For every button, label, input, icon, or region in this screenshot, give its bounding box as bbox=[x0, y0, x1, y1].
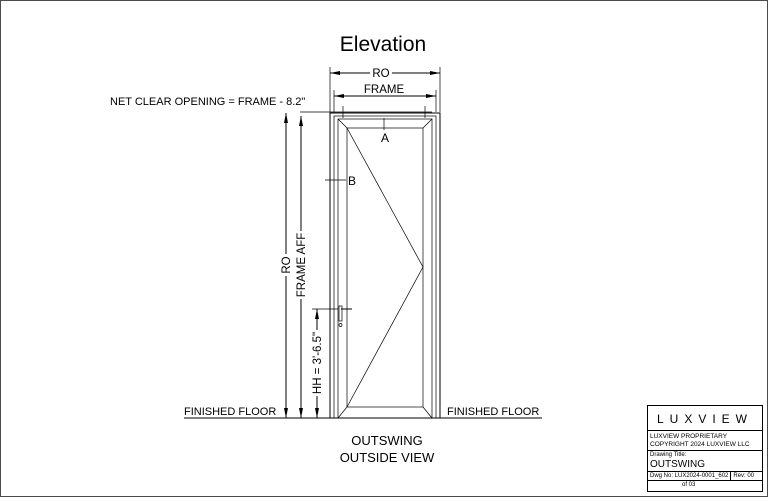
frame-corner-tr bbox=[422, 118, 433, 129]
callout-a: A bbox=[381, 131, 389, 145]
drawing-title: Elevation bbox=[340, 33, 426, 56]
sheet-count: of 03 bbox=[682, 482, 696, 488]
frame-aff-arrow-bottom bbox=[299, 408, 303, 418]
frame-top-arrow-right bbox=[426, 94, 436, 98]
copyright-line: COPYRIGHT 2024 LUXVIEW LLC bbox=[650, 441, 750, 448]
ro-vertical-label-mask bbox=[279, 254, 293, 276]
door-panel-glass bbox=[346, 127, 424, 408]
view-caption-line2: OUTSIDE VIEW bbox=[340, 450, 435, 465]
callout-b: B bbox=[348, 174, 356, 188]
title-block: LUXVIEW LUXVIEW PROPRIETARY COPYRIGHT 20… bbox=[647, 405, 763, 492]
frame-top-arrow-left bbox=[334, 94, 344, 98]
frame-corner-br bbox=[422, 406, 433, 419]
rough-opening-outline bbox=[329, 112, 441, 419]
finished-floor-label-right: FINISHED FLOOR bbox=[447, 406, 539, 418]
view-caption-line1: OUTSWING bbox=[351, 433, 423, 448]
ro-top-label: RO bbox=[372, 68, 389, 80]
finished-floor-label-left: FINISHED FLOOR bbox=[184, 406, 276, 418]
dwg-number: Dwg No: LUX2024-0001_602 bbox=[650, 473, 729, 479]
frame-top-label-mask bbox=[360, 83, 408, 94]
frame-top-label: FRAME bbox=[364, 84, 405, 96]
net-clear-opening-note: NET CLEAR OPENING = FRAME - 8.2" bbox=[110, 96, 305, 108]
frame-inner-outline bbox=[337, 118, 433, 419]
ro-top-arrow-right bbox=[430, 71, 440, 75]
door-handle-lock bbox=[338, 323, 343, 327]
drawing-title-value: OUTSWING bbox=[648, 459, 762, 472]
ro-vertical-arrow-top bbox=[284, 113, 288, 123]
proprietary-notice: LUXVIEW PROPRIETARY COPYRIGHT 2024 LUXVI… bbox=[648, 431, 762, 451]
drawing-title-label: Drawing Title: bbox=[650, 452, 687, 458]
frame-outline bbox=[333, 115, 437, 419]
ro-top-label-mask bbox=[370, 66, 392, 78]
proprietary-line: LUXVIEW PROPRIETARY bbox=[650, 433, 728, 440]
ro-vertical-arrow-bottom bbox=[284, 408, 288, 418]
ro-top-arrow-left bbox=[330, 71, 340, 75]
frame-aff-arrow-top bbox=[299, 116, 303, 126]
hh-arrow-bottom bbox=[315, 408, 319, 418]
frame-corner-bl bbox=[337, 406, 348, 419]
frame-aff-label-mask bbox=[294, 231, 308, 299]
dwg-number-row: Dwg No: LUX2024-0001_602 Rev: 00 bbox=[648, 472, 762, 481]
company-logo: LUXVIEW bbox=[648, 406, 762, 431]
hh-label-mask bbox=[310, 330, 324, 396]
ro-vertical-label: RO bbox=[281, 256, 293, 273]
hh-label: HH = 3'-6.5" bbox=[312, 332, 324, 394]
door-handle-plate bbox=[338, 305, 343, 322]
revision: Rev: 00 bbox=[730, 472, 756, 480]
swing-indication bbox=[346, 127, 424, 408]
hh-arrow-top bbox=[315, 309, 319, 319]
frame-aff-label: FRAME AFF bbox=[296, 233, 308, 298]
frame-corner-tl bbox=[337, 118, 348, 129]
